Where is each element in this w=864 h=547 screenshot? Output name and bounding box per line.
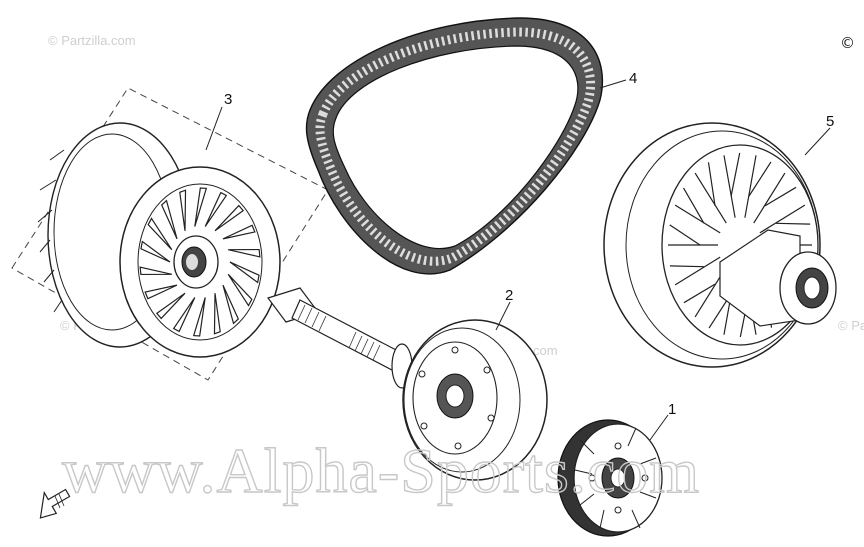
fin	[194, 187, 208, 227]
fin	[139, 266, 172, 276]
spoke-brace	[730, 152, 741, 197]
front-sheave-inner	[137, 183, 263, 341]
front-arrow-icon	[39, 488, 71, 519]
fin	[179, 189, 187, 231]
spoke-brace	[683, 283, 716, 304]
spoke	[674, 204, 721, 234]
driven-pulley-group: 5	[603, 113, 837, 368]
spoke	[723, 155, 736, 218]
callout-2: 2	[505, 287, 513, 304]
housing-bolt-holes	[418, 346, 495, 450]
leader-3	[205, 106, 223, 151]
spoke-brace	[669, 265, 704, 268]
shaft-splines	[297, 304, 381, 361]
fin	[222, 284, 240, 325]
spoke-brace	[707, 162, 716, 206]
drive-pulley-group: 3	[11, 87, 329, 381]
spoke-brace	[682, 187, 705, 224]
drive-bore-highlight	[186, 254, 198, 270]
spoke-brace	[764, 186, 797, 207]
fin	[204, 191, 228, 227]
shaft-body	[291, 299, 401, 371]
fin	[144, 284, 178, 300]
fin	[147, 217, 173, 251]
spoke-brace	[669, 224, 701, 246]
fin	[214, 204, 245, 232]
spoke	[694, 172, 727, 224]
fin	[155, 292, 186, 320]
fin	[228, 248, 261, 258]
leader-2	[495, 301, 511, 331]
rear-sheave-ribs	[37, 149, 65, 313]
leader-5	[804, 127, 831, 156]
leader-1	[649, 414, 669, 441]
spoke-brace	[776, 222, 811, 225]
watermark-partzilla-5: © Partzilla.com	[838, 318, 864, 333]
callout-4: 4	[629, 70, 637, 87]
callout-1: 1	[668, 401, 676, 418]
fin	[192, 297, 206, 337]
fin	[140, 240, 171, 263]
spoke	[744, 155, 757, 218]
spoke-brace	[748, 161, 772, 197]
clutch-center-bore	[610, 468, 626, 488]
callout-5: 5	[826, 113, 834, 130]
leader-4	[599, 79, 627, 89]
callout-3: 3	[224, 91, 232, 108]
spoke	[759, 204, 806, 234]
fin	[213, 293, 221, 335]
belt-teeth	[315, 27, 596, 266]
clutch-housing-group: 2	[402, 287, 548, 481]
belt-inner	[332, 45, 579, 250]
spoke	[753, 172, 786, 224]
housing-lip	[403, 327, 521, 473]
one-way-clutch-group: 1	[557, 401, 676, 537]
watermark-alpha-sports: www.Alpha-Sports.com	[62, 435, 700, 506]
cooling-fins	[139, 187, 261, 337]
driven-bore	[803, 276, 821, 300]
spoke	[674, 256, 721, 286]
fin	[227, 273, 253, 307]
drive-belt-group: 4	[305, 17, 637, 275]
clutch-shoes	[574, 427, 657, 529]
fin	[160, 199, 178, 240]
fin	[172, 297, 196, 333]
fin	[229, 261, 260, 284]
watermark-partzilla-1: © Partzilla.com	[48, 33, 136, 48]
fin	[222, 224, 256, 240]
primary-shaft	[267, 287, 413, 389]
housing-hub-bore	[445, 384, 465, 408]
copyright-symbol: ©	[840, 34, 855, 52]
clutch-bolt-holes	[588, 442, 649, 514]
